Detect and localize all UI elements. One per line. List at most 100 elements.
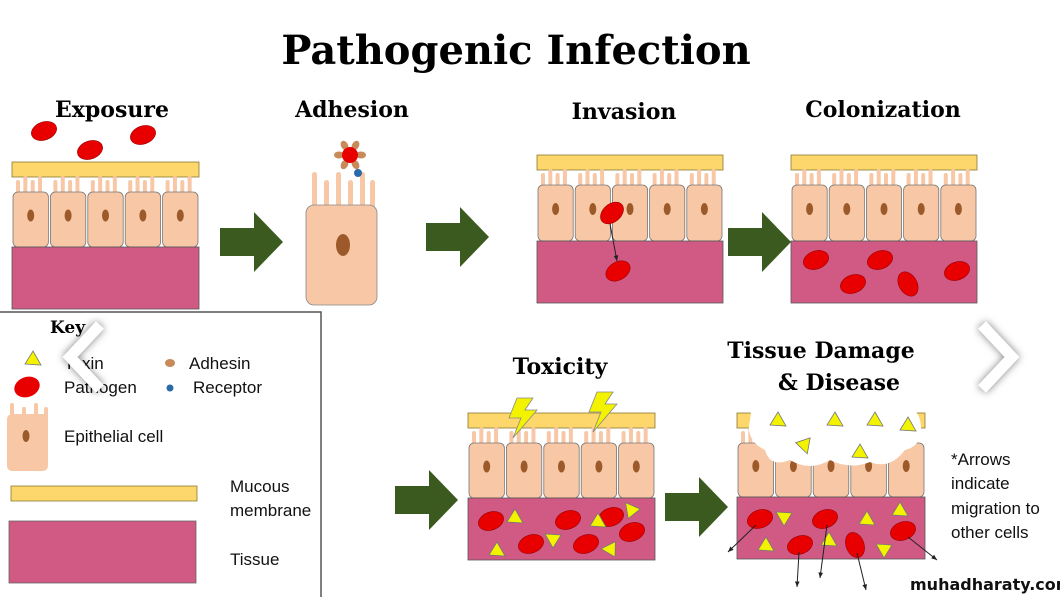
arrowhead: [818, 572, 824, 578]
invasion-panel: [536, 154, 724, 304]
microvillus: [809, 173, 814, 187]
microvillus: [667, 173, 672, 187]
pathogen: [518, 534, 544, 554]
pathogen: [747, 509, 773, 529]
pathogen: [787, 535, 813, 555]
migration-arrow-icon: [609, 223, 618, 262]
pathogen: [897, 271, 919, 297]
adhesin-icon: [340, 159, 349, 170]
microvillus: [869, 173, 874, 187]
microvillus: [674, 169, 679, 187]
microvillus: [906, 173, 911, 187]
note-line-1: *Arrows: [951, 450, 1011, 469]
microvillus: [584, 431, 589, 445]
microvillus: [336, 172, 341, 208]
pathogen: [605, 260, 631, 282]
nucleus: [336, 234, 350, 256]
note-line-3: migration to: [951, 499, 1040, 518]
microvillus: [598, 431, 603, 445]
key-label-membrane: membrane: [230, 501, 311, 520]
microvillus: [643, 427, 648, 445]
microvillus: [561, 431, 566, 445]
microvillus: [187, 176, 192, 194]
stage-label-colonization: Colonization: [805, 97, 961, 123]
microvillus: [652, 173, 657, 187]
microvillus: [312, 172, 317, 208]
pathogen: [845, 532, 865, 558]
microvillus: [943, 173, 948, 187]
microvillus: [795, 173, 799, 187]
nucleus: [632, 460, 640, 473]
microvillus: [172, 176, 177, 194]
nucleus: [827, 460, 835, 472]
nucleus: [102, 209, 109, 222]
microvillus: [486, 431, 491, 445]
toxin-icon: [589, 512, 607, 528]
nucleus: [176, 209, 184, 222]
microvillus: [891, 169, 896, 187]
toxin-icon: [858, 510, 876, 526]
nucleus: [483, 460, 491, 473]
key-label-receptor: Receptor: [193, 378, 262, 397]
toxin-icon: [506, 508, 524, 524]
chevron-left-icon[interactable]: [50, 315, 110, 395]
microvillus: [554, 427, 559, 445]
microvillus: [38, 176, 43, 194]
microvillus: [105, 180, 110, 194]
key-label-tissue: Tissue: [230, 550, 279, 569]
nucleus: [27, 209, 35, 222]
microvillus: [592, 173, 597, 187]
lightning-toxin-icon: [588, 391, 618, 433]
toxin-icon: [24, 350, 42, 366]
microvillus: [135, 176, 140, 194]
mucous-membrane: [536, 154, 724, 171]
progression-arrow-icon: [426, 207, 489, 267]
toxin-icon: [899, 416, 917, 432]
stage-label-disease: & Disease: [778, 370, 900, 396]
microvillus: [600, 169, 605, 187]
pathogen: [342, 147, 358, 163]
key-label-epithelial-cell: Epithelial cell: [64, 427, 163, 446]
receptor-key-icon: [166, 384, 174, 392]
chevron-right-icon[interactable]: [970, 315, 1030, 395]
microvillus: [112, 176, 117, 194]
microvillus: [928, 169, 933, 187]
pathogen: [619, 522, 645, 542]
nucleus: [843, 203, 851, 215]
microvillus: [615, 173, 620, 187]
toxicity-panel: [467, 391, 656, 561]
tissue-damage-panel: [736, 401, 926, 560]
migration-arrow-icon: [856, 552, 867, 591]
exposure-panel: [11, 121, 200, 310]
adhesion-panel: [305, 140, 378, 306]
nucleus: [806, 203, 814, 215]
microvillus: [360, 172, 365, 208]
migration-arrow-icon: [796, 551, 800, 588]
toxin-icon: [875, 543, 893, 559]
microvillus: [637, 169, 642, 187]
progression-arrow-icon: [395, 470, 458, 530]
diagram-artwork: [11, 121, 978, 591]
pathogen: [867, 250, 893, 270]
microvillus: [839, 169, 844, 187]
microvillus: [23, 176, 28, 194]
progression-arrow-icon: [220, 212, 283, 272]
nucleus: [902, 460, 910, 472]
microvillus: [876, 169, 881, 187]
key-label-adhesin: Adhesin: [189, 354, 250, 373]
microvillus: [180, 180, 185, 194]
microvillus: [30, 180, 35, 194]
nucleus: [22, 430, 30, 442]
migration-arrow-icon: [819, 524, 828, 579]
mucous-membrane: [467, 412, 656, 429]
microvillus: [697, 169, 702, 187]
microvillus: [150, 176, 155, 194]
migration-arrow-icon: [727, 524, 757, 553]
microvillus: [704, 173, 709, 187]
arrowhead: [862, 584, 867, 590]
nucleus: [626, 203, 634, 215]
microvillus: [16, 180, 20, 194]
pathogen: [840, 274, 866, 294]
toxin-icon: [769, 411, 787, 427]
key-title: Key: [50, 318, 86, 338]
